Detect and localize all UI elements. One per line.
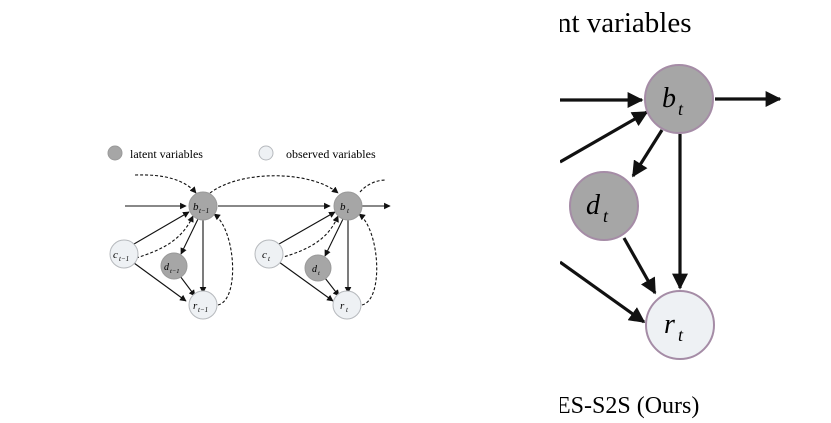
node-b-prev: b t−1 bbox=[188, 191, 218, 221]
node-c-cur-base: c bbox=[262, 249, 267, 261]
node-r-cur-base: r bbox=[340, 300, 345, 312]
edge-ccur-bcur bbox=[278, 211, 336, 245]
full-diagram-panel: latent variables observed variables bbox=[107, 145, 391, 320]
node-b-cur-base: b bbox=[340, 201, 346, 213]
solid-edges bbox=[125, 202, 391, 302]
edge-bcur-dcur bbox=[324, 218, 344, 257]
legend-observed-swatch bbox=[258, 145, 274, 161]
node-d-prev: d t−1 bbox=[160, 252, 188, 280]
node-r-prev-base: r bbox=[193, 300, 198, 312]
zoom-node-b: b t bbox=[644, 64, 714, 134]
dashed-rcur-bcur bbox=[358, 213, 378, 306]
zoom-node-b-sub: t bbox=[678, 99, 684, 119]
edge-dprev-rprev bbox=[179, 275, 196, 297]
full-diagram-svg: latent variables observed variables bbox=[107, 145, 391, 320]
zoom-edge-left-r bbox=[560, 260, 646, 324]
zoom-edges bbox=[560, 91, 782, 324]
node-d-cur: d t bbox=[304, 254, 332, 282]
dashed-ccur-bcur bbox=[279, 215, 339, 259]
dashed-edges bbox=[134, 174, 387, 306]
dashed-cur-out-top bbox=[359, 179, 387, 193]
zoom-node-d: d t bbox=[569, 171, 639, 241]
dashed-rprev-bprev bbox=[213, 213, 234, 306]
node-d-cur-base: d bbox=[312, 264, 318, 275]
zoom-footer-fragment: ES-S2S (Ours) bbox=[560, 393, 699, 419]
node-r-prev: r t−1 bbox=[188, 290, 218, 320]
edge-cprev-rprev bbox=[133, 262, 187, 302]
edge-ccur-rcur bbox=[278, 261, 334, 302]
dashed-in-top-prev bbox=[134, 174, 197, 194]
edge-dcur-rcur bbox=[324, 277, 340, 297]
node-b-prev-sub: t−1 bbox=[199, 207, 209, 215]
node-b-cur: b t bbox=[333, 191, 363, 221]
zoom-edge-b-d bbox=[631, 129, 664, 178]
zoom-node-r: r t bbox=[645, 290, 715, 360]
zoom-node-r-sub: t bbox=[678, 325, 684, 345]
node-d-prev-base: d bbox=[164, 262, 170, 273]
node-c-cur-sub: t bbox=[268, 255, 271, 263]
node-d-prev-sub: t−1 bbox=[170, 268, 179, 275]
zoom-header-fragment: nt variables bbox=[560, 7, 691, 39]
edge-cprev-bprev bbox=[133, 211, 190, 245]
edge-bprev-dprev bbox=[180, 218, 199, 255]
zoom-node-r-base: r bbox=[664, 309, 675, 340]
node-r-prev-sub: t−1 bbox=[198, 306, 208, 314]
node-d-cur-sub: t bbox=[318, 270, 320, 277]
dashed-prev-to-cur-top bbox=[209, 175, 339, 194]
node-r-cur: r t bbox=[332, 290, 362, 320]
zoom-edge-d-r bbox=[622, 237, 657, 295]
node-c-prev-base: c bbox=[113, 249, 118, 261]
node-b-prev-base: b bbox=[193, 201, 199, 213]
dashed-cprev-bprev bbox=[135, 215, 194, 259]
node-c-cur: c t bbox=[254, 239, 284, 269]
node-r-cur-sub: t bbox=[346, 306, 349, 314]
zoom-node-d-base: d bbox=[586, 190, 601, 221]
zoom-node-d-sub: t bbox=[603, 206, 609, 226]
legend-latent-swatch bbox=[107, 145, 123, 161]
legend-observed-label: observed variables bbox=[286, 147, 376, 161]
legend-latent-label: latent variables bbox=[130, 147, 203, 161]
zoom-node-b-base: b bbox=[662, 83, 676, 114]
zoomed-diagram-svg: nt variables b t d t r t ES-S2S (Ours) bbox=[560, 7, 782, 419]
zoomed-diagram-panel: nt variables b t d t r t ES-S2S (Ours) bbox=[560, 0, 831, 423]
node-c-prev: c t−1 bbox=[109, 239, 139, 269]
node-b-cur-sub: t bbox=[347, 207, 350, 215]
node-c-prev-sub: t−1 bbox=[119, 255, 129, 263]
zoom-edge-left-b bbox=[560, 110, 649, 164]
legend: latent variables observed variables bbox=[107, 145, 376, 161]
